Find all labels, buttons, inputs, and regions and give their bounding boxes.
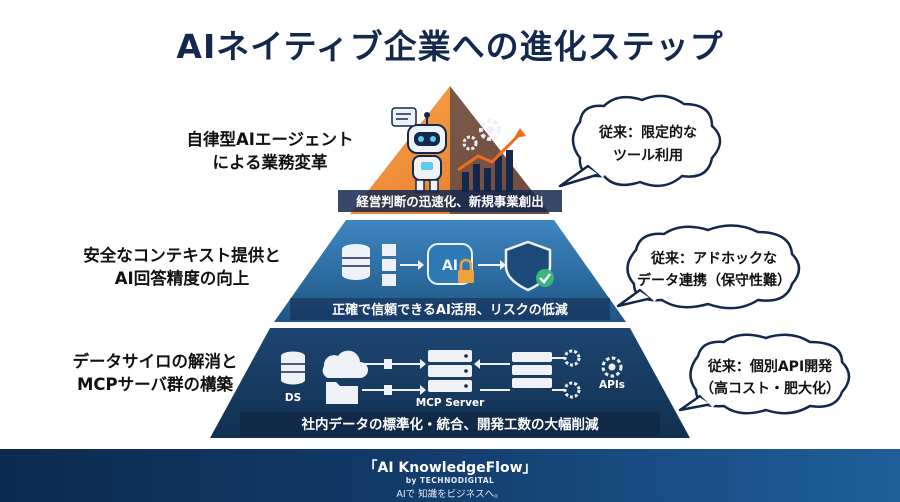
database-icon [342, 244, 370, 280]
gear-icon [462, 119, 501, 151]
tier-bottom-caption: 社内データの標準化・統合、開発工数の大幅削減 [301, 416, 599, 433]
connector-lines [362, 359, 426, 395]
ds-database-icon [281, 351, 305, 385]
svg-text:AI: AI [442, 258, 458, 274]
mcp-server-label: MCP Server [416, 397, 485, 409]
tier-middle-caption-band [290, 298, 610, 320]
chat-bubble-icon [391, 107, 417, 127]
bubble-bottom-line2: （高コスト・肥大化） [700, 380, 840, 397]
left-label-bottom-line2: MCPサーバ群の構築 [77, 375, 233, 394]
gear-icon-bottom [552, 349, 581, 399]
document-icon [382, 244, 396, 286]
tier-bottom-caption-band [240, 412, 660, 436]
bubble-top: 従来：限定的な ツール利用 [558, 94, 722, 188]
bubble-middle-line2: データ連携（保守性難） [637, 272, 791, 289]
footer-bar: 「AI KnowledgeFlow」 by TECHNODIGITAL AIで … [0, 449, 900, 502]
footer-brand: 「AI KnowledgeFlow」 [363, 460, 537, 476]
left-label-bottom-line1: データサイロの解消と [72, 352, 238, 371]
tier-bottom: DS MCP Server [210, 328, 690, 438]
tier-middle: AI 正確で信頼できるAI活用、リスクの低減 [274, 220, 626, 322]
apis-icon [601, 356, 623, 378]
arrow-right-icon-2 [478, 260, 506, 270]
server-rack-icon [512, 352, 552, 388]
footer-byline: by TECHNODIGITAL [405, 476, 495, 485]
tier-top-caption: 経営判断の迅速化、新規事業創出 [356, 194, 544, 209]
left-label-middle-line1: 安全なコンテキスト提供と [83, 246, 281, 265]
bubble-top-line2: ツール利用 [613, 147, 683, 164]
tier-top: 経営判断の迅速化、新規事業創出 [338, 86, 562, 214]
cloud-icon [322, 350, 368, 378]
shield-check-icon [504, 240, 554, 292]
lock-icon [458, 258, 474, 283]
bubble-bottom: 従来：個別API開発 （高コスト・肥大化） [678, 333, 851, 415]
connector-lines-right [474, 359, 510, 391]
pyramid-diagram: 経営判断の迅速化、新規事業創出 AI [210, 86, 851, 438]
tier-top-caption-band [338, 190, 562, 212]
left-label-middle: 安全なコンテキスト提供と AI回答精度の向上 [52, 244, 312, 290]
bubble-middle: 従来：アドホックな データ連携（保守性難） [616, 224, 801, 310]
mcp-server-icon [428, 350, 472, 392]
ds-label: DS [285, 392, 301, 404]
left-label-bottom: データサイロの解消と MCPサーバ群の構築 [40, 350, 270, 396]
bubble-middle-line1: 従来：アドホックな [650, 250, 777, 267]
footer-tagline: AIで 知識をビジネスへ。 [396, 489, 504, 500]
tier-middle-caption: 正確で信頼できるAI活用、リスクの低減 [332, 302, 568, 318]
left-label-top-line1: 自律型AIエージェント [186, 130, 354, 149]
robot-icon [407, 112, 447, 193]
bubble-bottom-line1: 従来：個別API開発 [707, 358, 833, 375]
apis-label: APIs [599, 379, 625, 391]
bubble-top-line1: 従来：限定的な [598, 124, 697, 141]
left-label-top-line2: による業務変革 [212, 153, 328, 172]
left-label-middle-line2: AI回答精度の向上 [114, 269, 250, 288]
folder-icon [326, 382, 358, 404]
page-title: AIネイティブ企業への進化ステップ [176, 27, 724, 66]
left-label-top: 自律型AIエージェント による業務変革 [155, 128, 385, 174]
growth-chart-icon [457, 128, 526, 192]
arrow-right-icon [400, 260, 424, 270]
